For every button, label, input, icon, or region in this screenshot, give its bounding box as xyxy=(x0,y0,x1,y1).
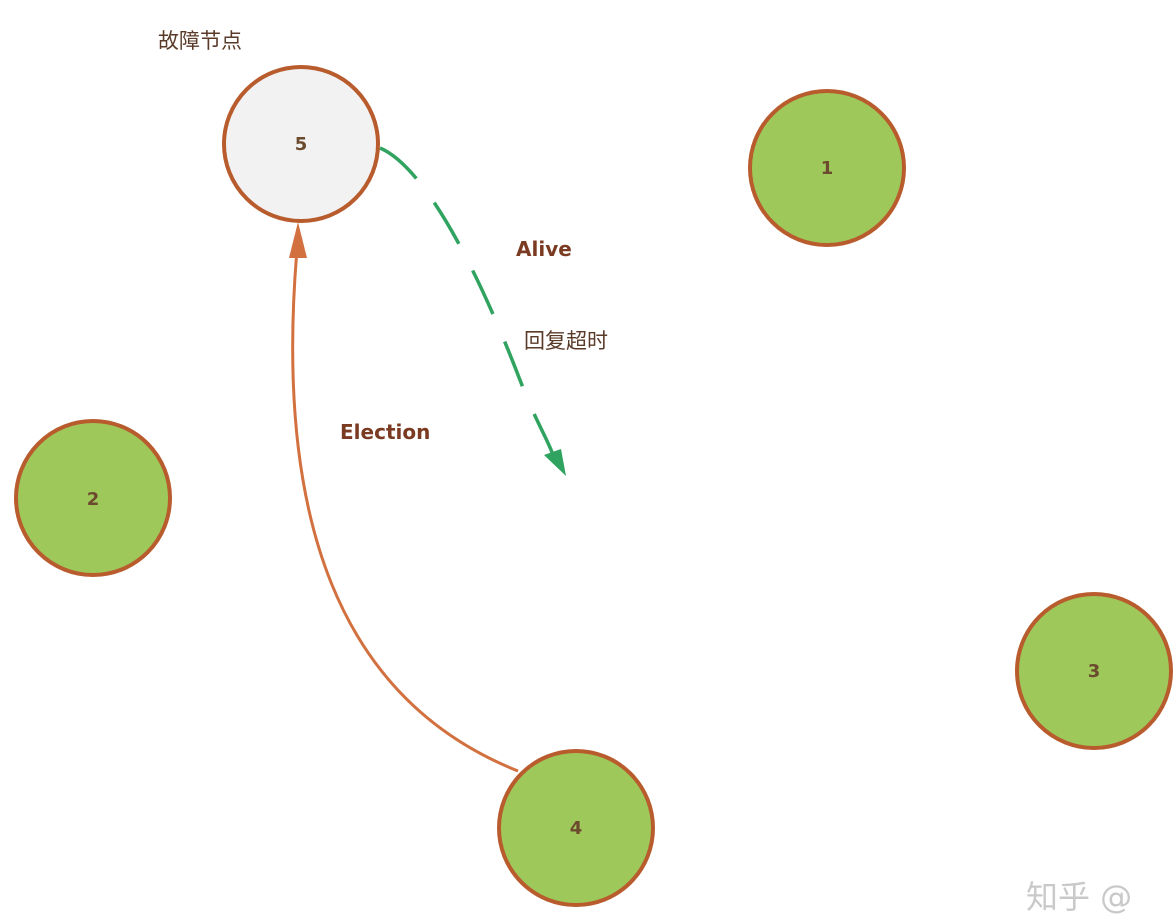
election-arrowhead xyxy=(289,222,307,258)
failed-node-caption: 故障节点 xyxy=(158,29,242,53)
election-edge xyxy=(291,237,519,773)
node-5: 5 xyxy=(222,65,380,223)
election-label: Election xyxy=(340,420,430,444)
watermark: 知乎 @ xyxy=(1026,878,1132,916)
alive-label: Alive xyxy=(516,237,572,261)
node-3-label: 3 xyxy=(1088,661,1101,682)
timeout-label: 回复超时 xyxy=(524,329,608,353)
alive-arrowhead xyxy=(544,449,566,476)
node-4: 4 xyxy=(497,749,655,907)
node-3: 3 xyxy=(1015,592,1173,750)
node-2-label: 2 xyxy=(87,489,100,510)
node-4-label: 4 xyxy=(570,818,583,839)
alive-edge xyxy=(379,146,555,456)
node-2: 2 xyxy=(14,419,172,577)
node-1: 1 xyxy=(748,89,906,247)
node-5-label: 5 xyxy=(295,134,308,155)
node-1-label: 1 xyxy=(821,158,834,179)
